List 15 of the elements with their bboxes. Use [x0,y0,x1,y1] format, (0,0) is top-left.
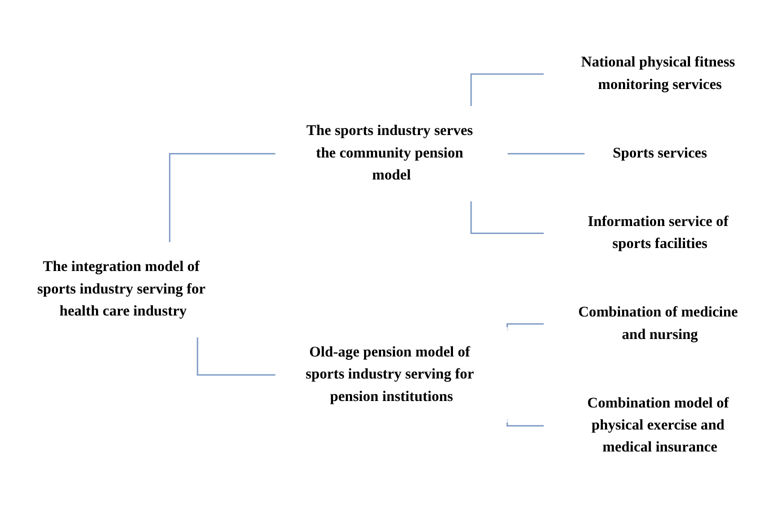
node-text: Combination of medicine and nursing [578,304,738,342]
connector [506,323,544,331]
node-text: Sports services [612,145,707,162]
node-text: The sports industry serves the community pension model [306,123,473,184]
node-text: Information service of sports facilities [588,214,728,252]
connector [506,418,544,426]
connector [506,153,586,154]
connector [470,73,544,106]
connector [470,200,544,234]
connector [196,336,276,376]
node-text: Combination model of physical exercise and medical insurance [587,395,729,456]
node-text: National physical fitness monitoring services [581,54,735,93]
node-text: Old-age pension model of sports industry serving for pension institutions [306,344,474,405]
connector [168,153,276,243]
node-text: The integration model of sports industry serving for health care industry [37,259,206,320]
